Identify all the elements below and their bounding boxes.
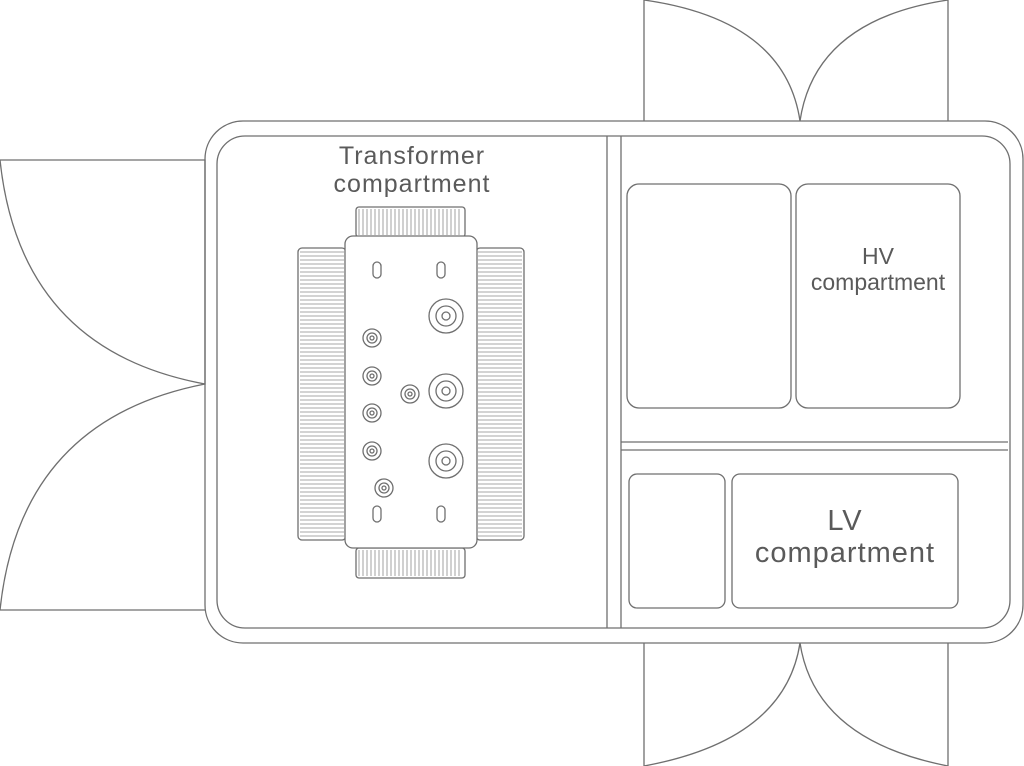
hv-panel-right bbox=[795, 183, 961, 409]
bushings bbox=[362, 298, 464, 498]
lv-bushing-ring bbox=[366, 407, 378, 419]
lv-panel-large bbox=[731, 473, 959, 609]
radiator-bottom bbox=[355, 547, 466, 579]
hv-bushing-core bbox=[441, 456, 451, 466]
radiator-fins bbox=[300, 209, 522, 576]
lv-bushing-ring bbox=[366, 370, 378, 382]
left-door-leaves bbox=[0, 159, 206, 611]
hv-bushing-core bbox=[441, 386, 451, 396]
lv-label-line1: LV bbox=[827, 505, 863, 537]
hv-bushing bbox=[428, 373, 464, 409]
mounting-slot bbox=[372, 261, 382, 279]
top-door-leaf-right bbox=[799, 0, 949, 122]
left-door-leaf-lower bbox=[0, 383, 206, 611]
enclosure-inner-wall bbox=[216, 135, 1011, 629]
hv-label-line1: HV bbox=[862, 243, 894, 269]
bottom-door-leaves bbox=[643, 642, 949, 766]
lv-bushing-ring bbox=[378, 482, 390, 494]
transformer-label-line1: Transformer bbox=[338, 142, 486, 170]
transformer-label-line2: compartment bbox=[333, 170, 491, 198]
hv-bushing-core bbox=[441, 311, 451, 321]
bottom-door-leaf-left bbox=[643, 642, 801, 766]
hv-bushing-ring bbox=[435, 380, 457, 402]
lv-bushing-core bbox=[369, 335, 375, 341]
lv-compartment-label: LV compartment bbox=[732, 505, 958, 570]
radiator-top bbox=[355, 206, 466, 238]
mounting-slot bbox=[372, 505, 382, 523]
lv-bushing-ring bbox=[366, 445, 378, 457]
lv-bushing bbox=[400, 384, 420, 404]
top-door-leaves bbox=[643, 0, 949, 122]
hv-panel-left bbox=[626, 183, 792, 409]
lv-bushing bbox=[362, 403, 382, 423]
hv-label-line2: compartment bbox=[810, 268, 946, 295]
left-door-leaf-upper bbox=[0, 159, 206, 385]
lv-bushing bbox=[374, 478, 394, 498]
lv-label-line2: compartment bbox=[754, 537, 936, 570]
transformer-compartment-label: Transformer compartment bbox=[300, 142, 524, 198]
lv-bushing-core bbox=[369, 410, 375, 416]
hv-compartment-label: HV compartment bbox=[798, 243, 958, 296]
lv-bushing bbox=[362, 366, 382, 386]
transformer bbox=[297, 206, 525, 579]
hv-bushing bbox=[428, 443, 464, 479]
top-door-leaf-left bbox=[643, 0, 801, 122]
lv-bushing-core bbox=[369, 448, 375, 454]
mounting-slot bbox=[436, 505, 446, 523]
hv-bushing-ring bbox=[435, 305, 457, 327]
lv-bushing-ring bbox=[366, 332, 378, 344]
mounting-slots bbox=[372, 261, 446, 523]
hv-bushing bbox=[428, 298, 464, 334]
mounting-slot bbox=[436, 261, 446, 279]
lv-bushing-core bbox=[381, 485, 387, 491]
lv-bushing-core bbox=[369, 373, 375, 379]
hv-bushing-ring bbox=[435, 450, 457, 472]
lv-bushing bbox=[362, 328, 382, 348]
bottom-door-leaf-right bbox=[799, 642, 949, 766]
lv-bushing-ring bbox=[404, 388, 416, 400]
lv-bushing bbox=[362, 441, 382, 461]
lv-panel-small bbox=[628, 473, 726, 609]
lv-bushing-core bbox=[407, 391, 413, 397]
enclosure-outer-wall bbox=[204, 120, 1024, 644]
